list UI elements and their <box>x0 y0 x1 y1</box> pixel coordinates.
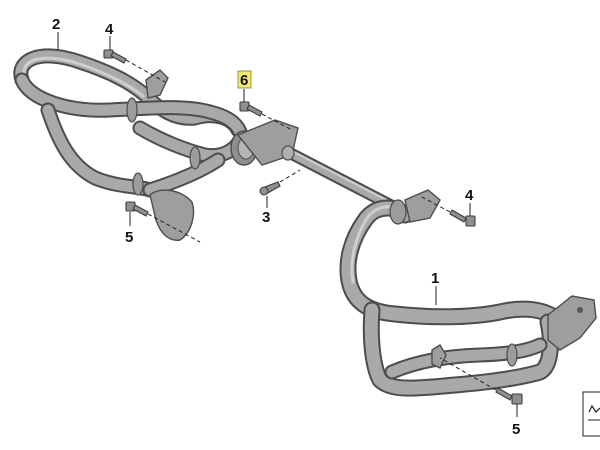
bolt-4-right <box>419 195 476 227</box>
callout-4-top: 4 <box>105 21 114 50</box>
callout-5-left: 5 <box>125 212 133 246</box>
callout-1-label: 1 <box>431 270 439 287</box>
callout-6-label: 6 <box>240 72 248 89</box>
callout-4-top-label: 4 <box>105 21 114 38</box>
callout-3: 3 <box>262 196 270 226</box>
right-crash-bar <box>339 189 597 397</box>
pin-3 <box>259 169 301 196</box>
callout-4-right-label: 4 <box>465 187 474 204</box>
screw-5-left <box>125 201 201 243</box>
diagram-type-icon <box>582 391 600 437</box>
callout-2-label: 2 <box>52 16 60 33</box>
callout-1: 1 <box>431 270 439 305</box>
bolt-4-top <box>103 49 166 83</box>
callout-4-right: 4 <box>465 187 474 216</box>
callout-5-right-label: 5 <box>512 421 520 438</box>
callout-3-label: 3 <box>262 209 270 226</box>
left-crash-bar <box>13 48 299 241</box>
callout-5-right: 5 <box>512 404 520 438</box>
callout-6: 6 <box>237 70 252 102</box>
bolt-6 <box>239 101 293 131</box>
highlight-box <box>237 70 252 89</box>
callout-2: 2 <box>52 16 60 50</box>
callout-5-left-label: 5 <box>125 229 133 246</box>
